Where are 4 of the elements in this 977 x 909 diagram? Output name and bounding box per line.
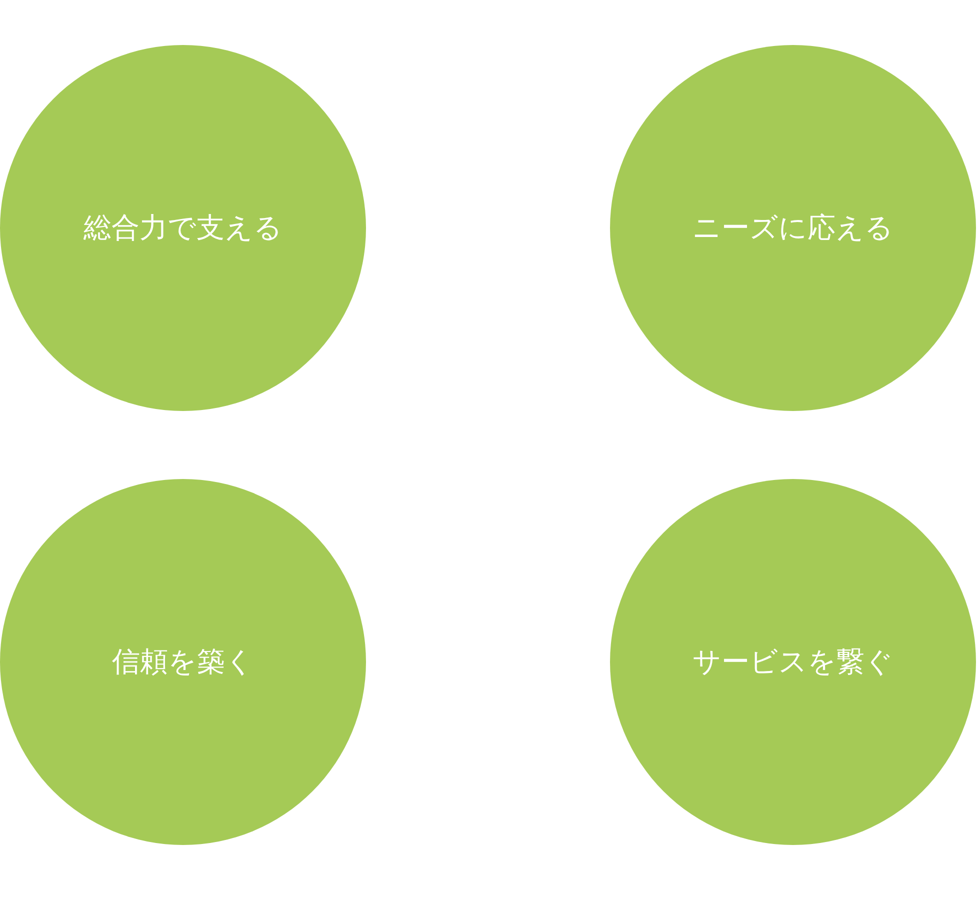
circle: 信頼を築く: [0, 479, 366, 845]
circle: 総合力で支える: [0, 45, 366, 411]
circle: サービスを繋ぐ: [610, 479, 976, 845]
circle: ニーズに応える: [610, 45, 976, 411]
